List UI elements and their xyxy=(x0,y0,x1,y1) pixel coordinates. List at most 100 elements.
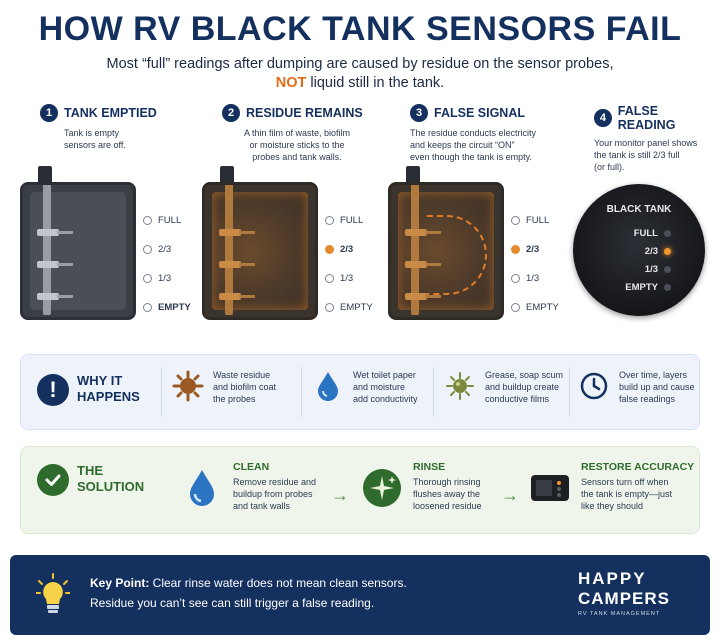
solution-step-heading: CLEAN xyxy=(233,461,270,473)
tank-1-probe-wire xyxy=(57,231,73,234)
step-3: 3 FALSE SIGNAL The residue conducts elect… xyxy=(410,104,585,163)
level-indicator-row: 2/3 xyxy=(511,235,559,264)
solution-step-clean: CLEAN Remove residue and buildup from pr… xyxy=(181,461,333,512)
tank-1-sensor-rod xyxy=(43,185,51,315)
key-point-line-1: Clear rinse water does not mean clean se… xyxy=(149,576,407,590)
step-3-number: 3 xyxy=(410,104,428,122)
level-label: FULL xyxy=(158,215,182,226)
gauge-label: 2/3 xyxy=(644,246,658,257)
why-item-moisture: Wet toilet paper and moisture add conduc… xyxy=(311,369,445,405)
level-dot-icon xyxy=(143,216,152,225)
step-4-description: Your monitor panel shows the tank is sti… xyxy=(594,138,698,172)
level-dot-icon xyxy=(511,245,520,254)
tank-2-probe-one-third xyxy=(219,293,241,300)
divider xyxy=(569,367,570,417)
solution-step-text: Remove residue and buildup from probes a… xyxy=(233,477,317,511)
level-dot-icon xyxy=(511,303,520,312)
tank-3-sensor-cap xyxy=(406,166,420,184)
gauge-label: FULL xyxy=(633,228,658,239)
why-item-residue: Waste residue and biofilm coat the probe… xyxy=(171,369,305,405)
level-dot-icon xyxy=(325,274,334,283)
tank-1-probe-one-third xyxy=(37,293,59,300)
tank-2-probe-wire xyxy=(239,295,255,298)
why-item-time: Over time, layers build up and cause fal… xyxy=(577,369,705,405)
level-label: 2/3 xyxy=(526,244,540,255)
gauge-row-empty: EMPTY xyxy=(625,282,671,293)
gauge-led xyxy=(664,266,671,273)
brand-line-2: CAMPERS xyxy=(577,589,670,608)
step-2-title: RESIDUE REMAINS xyxy=(246,106,363,120)
tank-2-diagram xyxy=(202,182,318,320)
subtitle-line-2: NOT liquid still in the tank. xyxy=(0,74,720,93)
subtitle-line-2-rest: liquid still in the tank. xyxy=(306,75,445,91)
arrow-right-icon: → xyxy=(331,485,349,505)
solution-panel: THE SOLUTION CLEAN Remove residue and bu… xyxy=(20,446,700,534)
gauge-led xyxy=(664,284,671,291)
step-1-title: TANK EMPTIED xyxy=(64,106,157,120)
level-dot-icon xyxy=(143,245,152,254)
step-3-title: FALSE SIGNAL xyxy=(434,106,525,120)
key-point-line-2: Residue you can’t see can still trigger … xyxy=(90,596,375,610)
level-label: FULL xyxy=(526,215,550,226)
why-label: WHY IT HAPPENS xyxy=(77,373,140,404)
brand-line-1: HAPPY xyxy=(577,569,647,588)
subtitle-line-1: Most “full” readings after dumping are c… xyxy=(106,56,614,72)
tank-1-diagram xyxy=(20,182,136,320)
lightbulb-icon xyxy=(36,573,70,613)
tank-1-probe-wire xyxy=(57,295,73,298)
arrow-right-icon: → xyxy=(501,485,519,505)
checkmark-icon xyxy=(37,464,69,496)
step-3-description: The residue conducts electricity and kee… xyxy=(410,128,537,162)
why-item-text: Wet toilet paper and moisture add conduc… xyxy=(353,370,418,404)
why-item-text: Grease, soap scum and buildup create con… xyxy=(485,370,564,404)
gauge-led xyxy=(664,230,671,237)
grease-scum-icon xyxy=(446,372,474,400)
page-title: HOW RV BLACK TANK SENSORS FAIL xyxy=(38,10,682,48)
key-point-footer: Key Point: Clear rinse water does not me… xyxy=(10,555,710,635)
tank-1-probe-wire xyxy=(57,263,73,266)
solution-step-restore: RESTORE ACCURACY Sensors turn off when t… xyxy=(529,461,694,512)
gauge-row-full: FULL xyxy=(634,228,671,239)
level-indicator-row: 1/3 xyxy=(511,264,559,293)
tank-3-probe-two-thirds xyxy=(405,261,427,268)
divider xyxy=(161,367,162,417)
level-indicator-row: 2/3 xyxy=(325,235,373,264)
exclamation-icon: ! xyxy=(37,374,69,406)
page-subtitle: Most “full” readings after dumping are c… xyxy=(0,55,720,93)
water-drop-icon xyxy=(318,372,338,401)
level-label: EMPTY xyxy=(526,302,559,313)
level-dot-icon xyxy=(325,216,334,225)
tank-3-diagram xyxy=(388,182,504,320)
happy-campers-logo: HAPPY CAMPERS RV TANK MANAGEMENT xyxy=(578,569,670,617)
rinse-sparkle-icon xyxy=(363,469,401,507)
solution-label: THE SOLUTION xyxy=(77,463,145,494)
level-label: EMPTY xyxy=(158,302,191,313)
tank-3-sensor-rod xyxy=(411,185,419,315)
level-dot-icon xyxy=(143,274,152,283)
gauge-label: 1/3 xyxy=(644,264,658,275)
tank-2-sensor-rod xyxy=(225,185,233,315)
level-indicator-row: EMPTY xyxy=(325,293,373,322)
level-label: 2/3 xyxy=(158,244,172,255)
gauge-title: BLACK TANK xyxy=(606,204,672,215)
level-indicator-row: 2/3 xyxy=(143,235,191,264)
clock-icon xyxy=(580,372,608,400)
level-dot-icon xyxy=(511,216,520,225)
why-item-text: Over time, layers build up and cause fal… xyxy=(619,370,695,404)
solution-step-heading: RINSE xyxy=(413,461,446,473)
divider xyxy=(433,367,434,417)
key-point-text: Key Point: Clear rinse water does not me… xyxy=(90,573,407,613)
why-it-happens-panel: ! WHY IT HAPPENS Waste residue and biofi… xyxy=(20,354,700,430)
clean-drop-icon xyxy=(190,470,214,506)
level-dot-icon xyxy=(325,245,334,254)
solution-step-text: Thorough rinsing flushes away the loosen… xyxy=(413,477,482,511)
gauge-row-two-thirds: 2/3 xyxy=(645,246,671,257)
level-dot-icon xyxy=(143,303,152,312)
level-label: FULL xyxy=(340,215,364,226)
level-label: 2/3 xyxy=(340,244,354,255)
tank-2-probe-wire xyxy=(239,231,255,234)
